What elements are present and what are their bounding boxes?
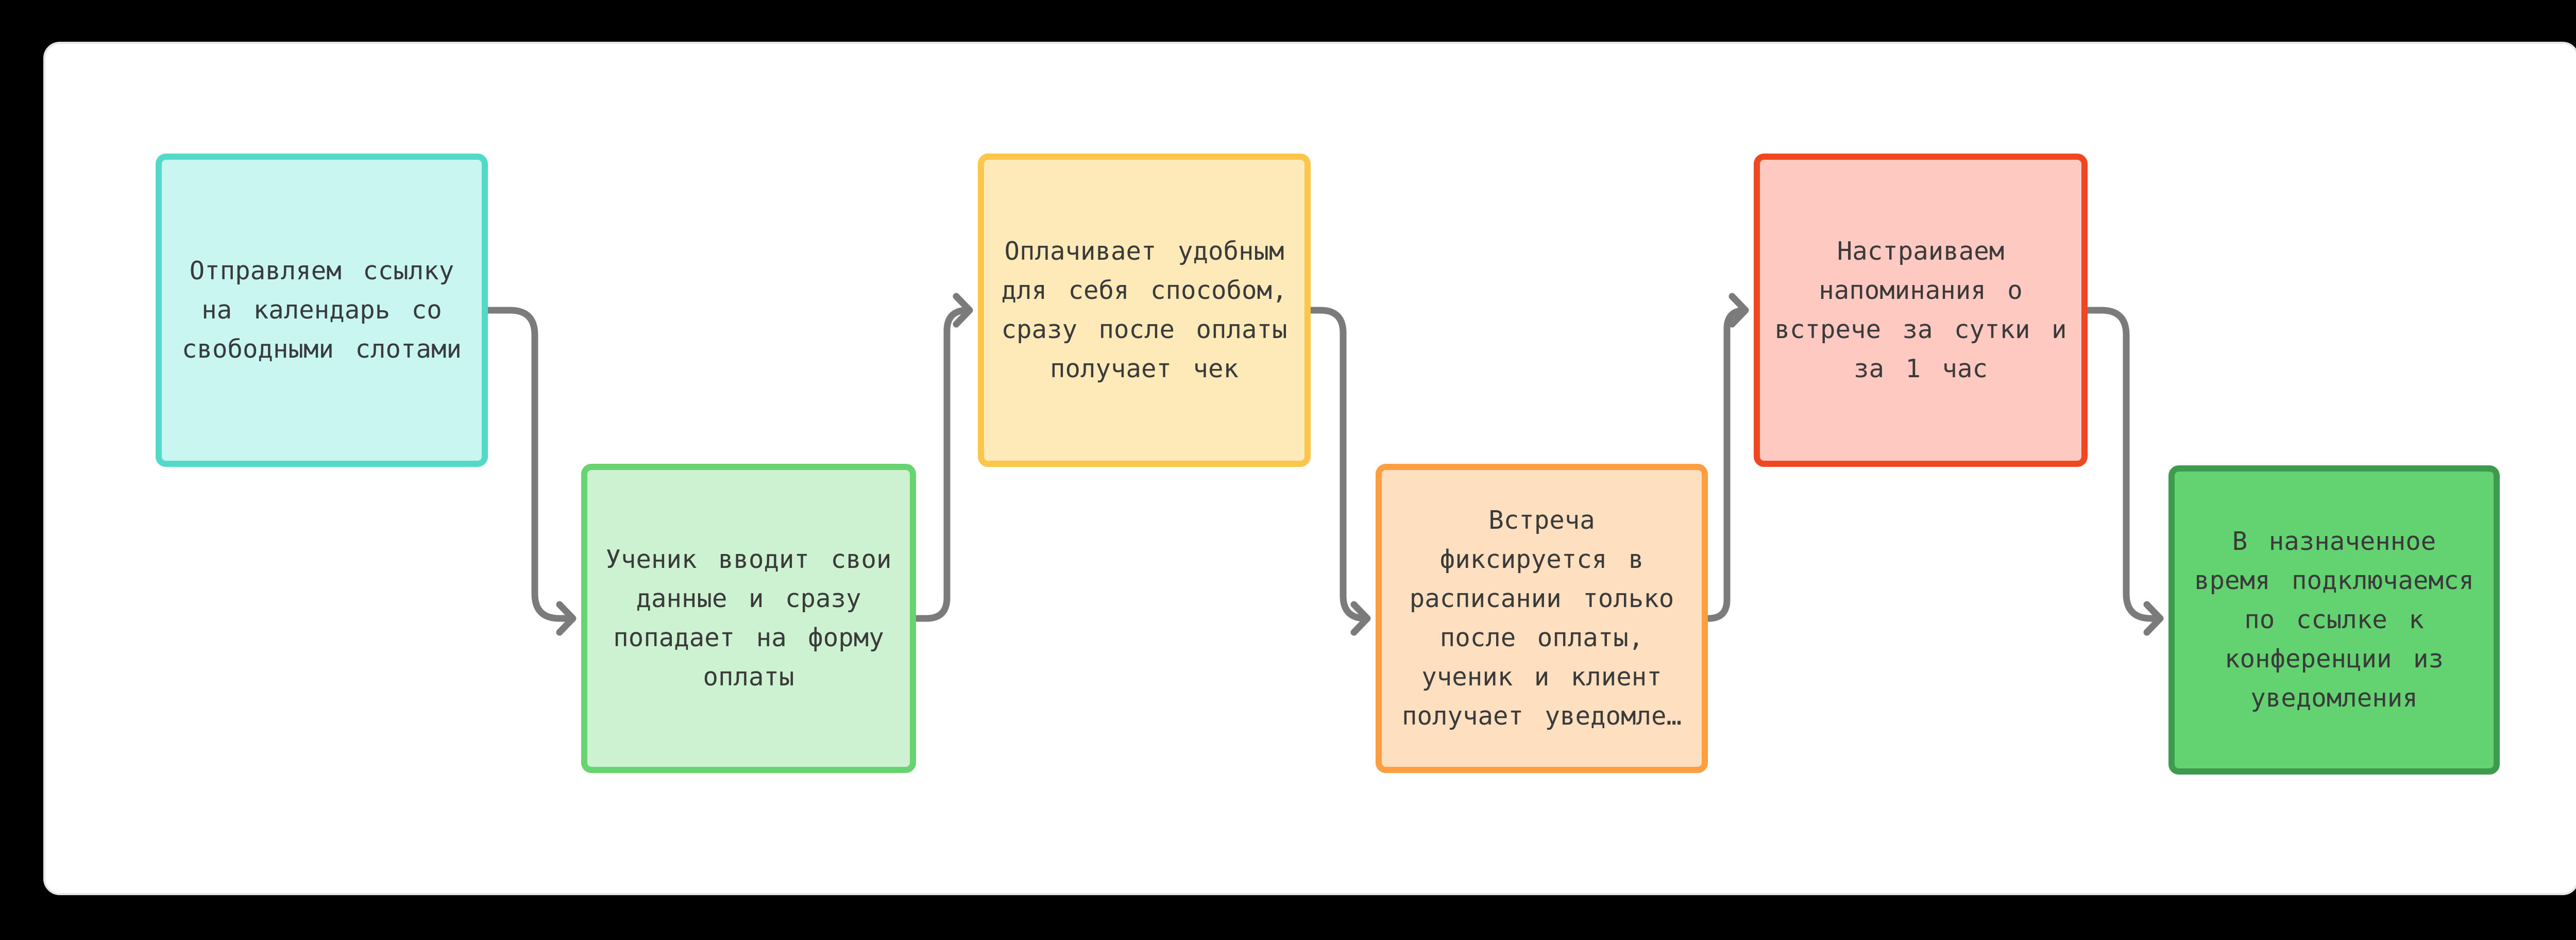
card-text: Встреча фиксируется в расписании только … [1401,506,1682,731]
card-text: В назначенное время подключаемся по ссыл… [2194,527,2474,713]
card-text: Настраиваем напоминания о встрече за сут… [1774,237,2067,383]
card-reminders[interactable]: Настраиваем напоминания о встрече за сут… [1754,154,2088,467]
card-text: Оплачивает удобным для себя способом, ср… [1001,237,1287,383]
card-text: Отправляем ссылку на календарь со свобод… [181,256,462,364]
card-send-link[interactable]: Отправляем ссылку на календарь со свобод… [156,154,488,467]
card-join-meeting[interactable]: В назначенное время подключаемся по ссыл… [2168,465,2500,775]
card-text: Ученик вводит свои данные и сразу попада… [605,545,892,692]
card-student-enters-data[interactable]: Ученик вводит свои данные и сразу попада… [581,464,916,773]
card-payment[interactable]: Оплачивает удобным для себя способом, ср… [978,154,1311,467]
card-meeting-scheduled[interactable]: Встреча фиксируется в расписании только … [1376,464,1708,773]
